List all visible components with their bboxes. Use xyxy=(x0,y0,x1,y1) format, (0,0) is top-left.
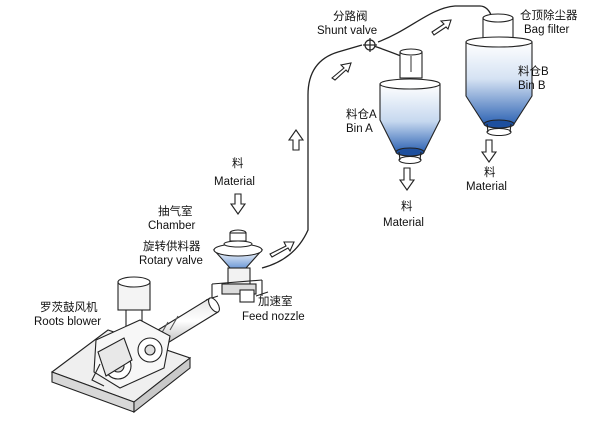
material-arrows xyxy=(229,139,498,215)
flow-arrow-up xyxy=(287,129,305,151)
bag-filter-label-en: Bag filter xyxy=(524,24,570,36)
bin-b-label-cn: 料仓B xyxy=(518,64,549,78)
shunt-valve xyxy=(363,38,377,52)
rotary-valve-assembly xyxy=(205,229,269,303)
rotary-valve-label-en: Rotary valve xyxy=(139,255,203,267)
material-bin-b-label-en: Material xyxy=(466,181,507,193)
flow-arrows xyxy=(269,19,452,258)
bin-a-label-cn: 料仓A xyxy=(346,107,377,121)
material-bin-a-label-en: Material xyxy=(383,217,424,229)
flow-arrow-diagonal-3 xyxy=(431,19,452,36)
bin-a-label-en: Bin A xyxy=(346,123,373,135)
shunt-valve-label-en: Shunt valve xyxy=(317,25,377,37)
flow-arrow-diagonal-1 xyxy=(269,241,295,258)
rotary-valve-label-cn: 旋转供料器 xyxy=(143,239,201,253)
roots-blower xyxy=(50,276,192,414)
bag-filter-label-cn: 仓顶除尘器 xyxy=(520,8,578,22)
bin-b-label-en: Bin B xyxy=(518,80,546,92)
roots-blower-label-en: Roots blower xyxy=(34,316,101,328)
material-top-label-en: Material xyxy=(214,176,255,188)
flow-arrow-diagonal-2 xyxy=(331,62,352,81)
chamber-label-cn: 抽气室 xyxy=(158,204,193,218)
material-arrow-bin-b xyxy=(480,139,498,163)
material-arrow-bin-a xyxy=(398,167,416,191)
labels: 分路阀 Shunt valve 仓顶除尘器 Bag filter 料仓B Bin… xyxy=(34,8,578,328)
feed-nozzle-label-en: Feed nozzle xyxy=(242,311,305,323)
bin-b xyxy=(465,13,533,137)
feed-nozzle-label-cn: 加速室 xyxy=(258,294,293,308)
material-bin-a-label-cn: 料 xyxy=(401,199,413,213)
material-arrow-top xyxy=(229,193,247,215)
shunt-valve-label-cn: 分路阀 xyxy=(333,9,368,23)
material-bin-b-label-cn: 料 xyxy=(484,165,496,179)
material-top-label-cn: 料 xyxy=(232,156,244,170)
chamber-label-en: Chamber xyxy=(148,220,195,232)
bin-a xyxy=(379,48,441,165)
roots-blower-label-cn: 罗茨鼓风机 xyxy=(40,300,98,314)
